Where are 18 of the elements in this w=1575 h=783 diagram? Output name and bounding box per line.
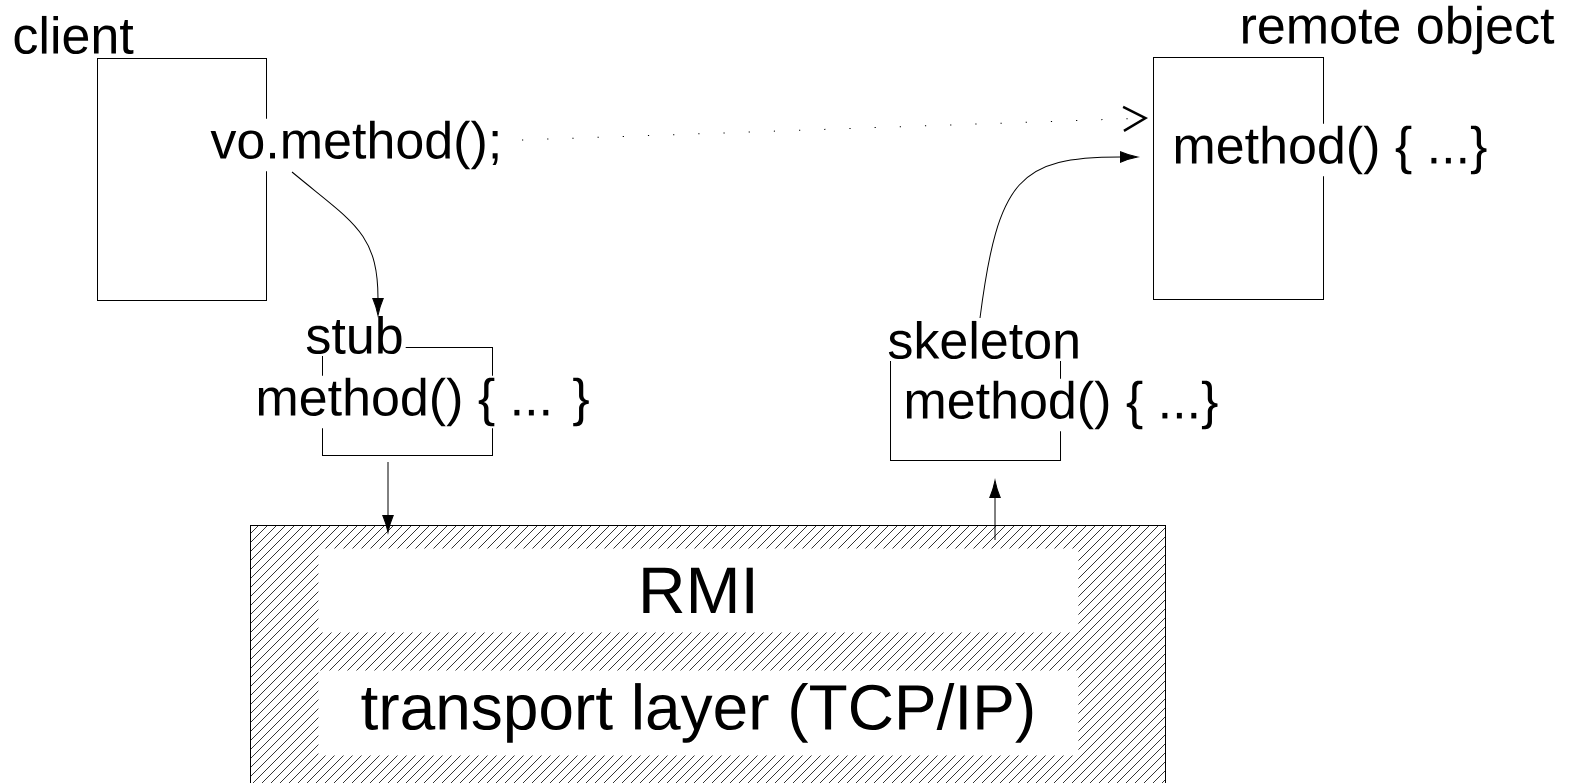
node-label: remote object: [1243, 5, 1555, 55]
process-box: client vo.method();: [10, 13, 505, 301]
arrow: [521, 105, 1148, 141]
process-box: skeleton method() { ...}: [885, 318, 1221, 461]
arrow: [989, 480, 1001, 541]
node-label: vo.method();: [210, 120, 498, 170]
node-label: skeleton: [888, 320, 1078, 360]
node-label: transport layer (TCP/IP): [361, 683, 1033, 743]
arrow: [979, 151, 1138, 319]
node-label: client: [14, 15, 134, 55]
arrow: [291, 171, 384, 316]
arrow: [382, 461, 394, 533]
layer-box: transport layer (TCP/IP): [318, 670, 1079, 756]
layer-box: RMI: [318, 548, 1079, 633]
process-box: remote object method() { ...}: [1153, 3, 1557, 300]
process-box: stub method() { ... }: [253, 313, 592, 456]
node-label: stub: [306, 315, 402, 355]
node-label: RMI: [643, 567, 753, 614]
